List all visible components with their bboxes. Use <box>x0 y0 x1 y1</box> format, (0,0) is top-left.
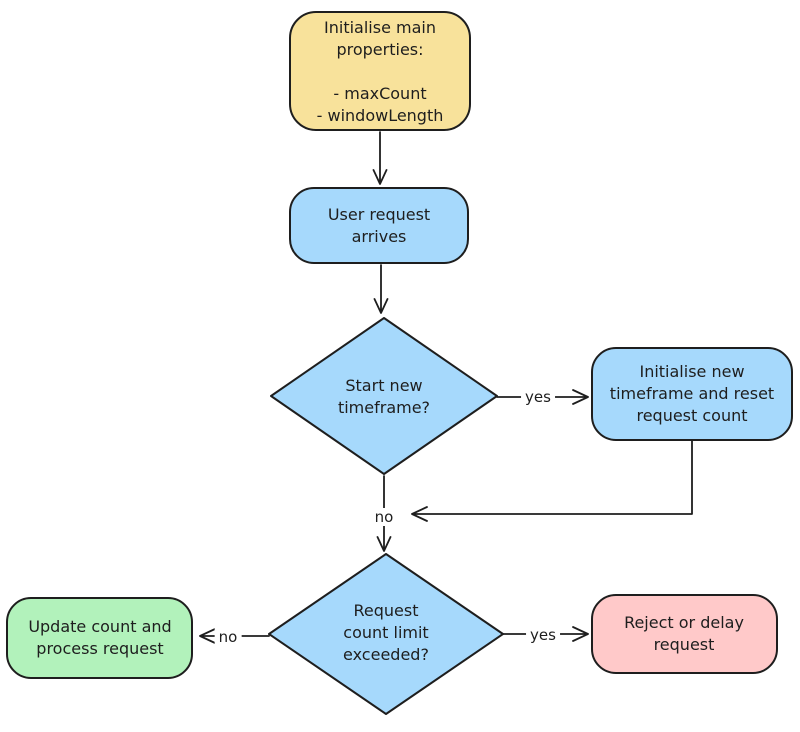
edge-init-new-return-to-flow <box>411 440 693 522</box>
edge-label-no-middle: no <box>370 508 398 526</box>
node-reject-delay-shape <box>591 594 778 674</box>
node-init-new-timeframe-shape <box>591 347 793 441</box>
node-count-limit-diamond <box>268 553 504 715</box>
edge-label-yes-top: yes <box>521 388 555 406</box>
node-start-timeframe-diamond <box>270 317 498 475</box>
edge-user-request-to-start-timeframe <box>373 264 389 314</box>
edge-label-yes-bottom-right: yes <box>526 626 560 644</box>
node-init-properties-shape <box>289 11 471 131</box>
edge-label-no-bottom-left: no <box>214 628 242 646</box>
node-update-count-shape <box>6 597 193 679</box>
node-user-request-shape <box>289 187 469 264</box>
edge-init-to-user-request <box>372 131 388 185</box>
